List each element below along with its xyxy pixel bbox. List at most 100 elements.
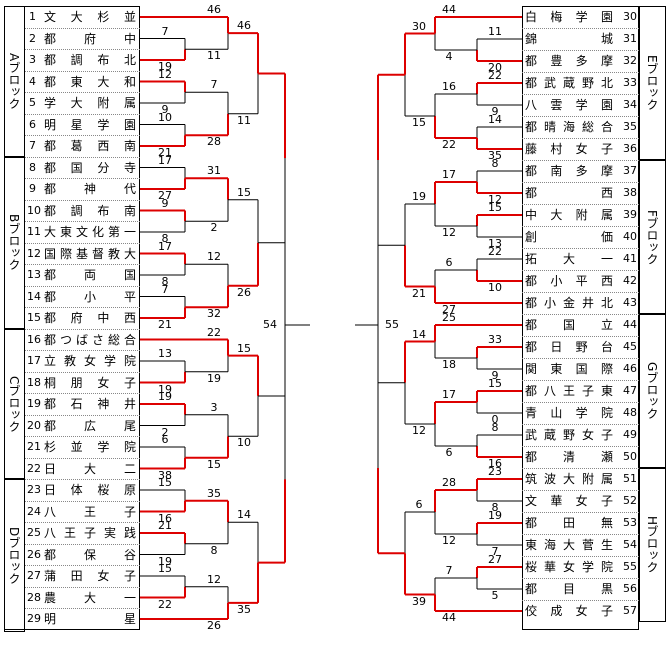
row-divider xyxy=(522,402,639,403)
team-number: 17 xyxy=(27,354,41,367)
row-divider xyxy=(522,226,639,227)
team-name: 都国分寺 xyxy=(44,160,136,175)
team-name: 中大附属 xyxy=(525,208,613,222)
row-divider xyxy=(25,27,140,29)
score-label: 39 xyxy=(412,594,426,608)
row-divider xyxy=(522,380,639,381)
team-number: 52 xyxy=(623,494,637,507)
row-divider xyxy=(25,479,140,480)
team-name: 都石神井 xyxy=(44,397,136,411)
team-name: 都西 xyxy=(525,186,613,200)
score-label: 12 xyxy=(158,67,172,81)
score-label: 11 xyxy=(207,49,221,63)
row-divider xyxy=(25,457,140,459)
score-label: 27 xyxy=(442,303,456,316)
team-number: 46 xyxy=(623,362,637,375)
score-label: 9 xyxy=(161,196,169,210)
score-label: 28 xyxy=(207,135,221,149)
team-name: 佼成女子 xyxy=(525,604,613,618)
row-divider xyxy=(522,182,639,183)
team-number: 27 xyxy=(27,569,41,582)
team-name: 都豊多摩 xyxy=(525,54,613,68)
team-number: 4 xyxy=(29,74,36,88)
score-label: 16 xyxy=(158,511,172,525)
score-label: 15 xyxy=(412,116,426,129)
block-label-1: Aブロック xyxy=(4,6,25,157)
score-label: 7 xyxy=(161,282,169,296)
score-label: 7 xyxy=(161,24,169,38)
score-label: 18 xyxy=(442,358,456,371)
team-name: 都晴海総合 xyxy=(525,120,613,134)
team-number: 19 xyxy=(27,397,41,410)
row-divider xyxy=(25,565,140,566)
team-number: 14 xyxy=(27,289,41,303)
team-number: 40 xyxy=(623,230,637,243)
row-divider xyxy=(25,393,140,394)
score-label: 0 xyxy=(491,413,499,426)
team-name: 錦城 xyxy=(525,32,613,46)
score-label: 8 xyxy=(210,543,218,557)
row-divider xyxy=(25,608,140,609)
team-number: 41 xyxy=(623,252,637,265)
team-name: 都小金井北 xyxy=(525,296,613,310)
team-entry: 4 都東大和 xyxy=(25,72,140,91)
score-label: 22 xyxy=(207,325,221,339)
team-name: 都東大和 xyxy=(44,74,136,89)
score-label: 17 xyxy=(442,168,456,181)
team-name: 東海大菅生 xyxy=(525,538,613,552)
row-divider xyxy=(25,414,140,416)
score-label: 32 xyxy=(207,307,221,321)
score-label: 14 xyxy=(488,113,502,126)
team-number: 57 xyxy=(623,604,637,617)
score-label: 19 xyxy=(158,554,172,568)
team-number: 6 xyxy=(29,117,36,131)
score-label: 8 xyxy=(161,275,169,288)
score-label: 7 xyxy=(491,545,499,558)
row-divider xyxy=(522,600,639,601)
row-divider xyxy=(522,50,639,51)
team-number: 22 xyxy=(27,461,41,475)
row-divider xyxy=(522,490,639,491)
team-number: 13 xyxy=(27,268,41,281)
row-divider xyxy=(25,328,140,330)
team-number: 25 xyxy=(27,526,41,539)
team-number: 35 xyxy=(623,120,637,133)
score-label: 35 xyxy=(488,149,502,162)
team-name: 都小平西 xyxy=(525,274,613,288)
team-entry: 錦城 31 xyxy=(522,29,639,48)
score-label: 28 xyxy=(442,476,456,489)
team-number: 51 xyxy=(623,472,637,485)
team-number: 56 xyxy=(623,582,637,595)
row-divider xyxy=(522,512,639,513)
team-name: 筑波大附属 xyxy=(525,472,613,486)
team-number: 45 xyxy=(623,340,637,353)
row-divider xyxy=(25,307,140,308)
score-label: 6 xyxy=(445,446,453,459)
team-number: 31 xyxy=(623,32,637,45)
team-number: 50 xyxy=(623,450,637,463)
score-label: 26 xyxy=(207,619,221,632)
team-number: 47 xyxy=(623,384,637,397)
team-number: 53 xyxy=(623,516,637,529)
score-label: 17 xyxy=(158,153,172,167)
team-name: 都つばさ総合 xyxy=(44,332,136,347)
